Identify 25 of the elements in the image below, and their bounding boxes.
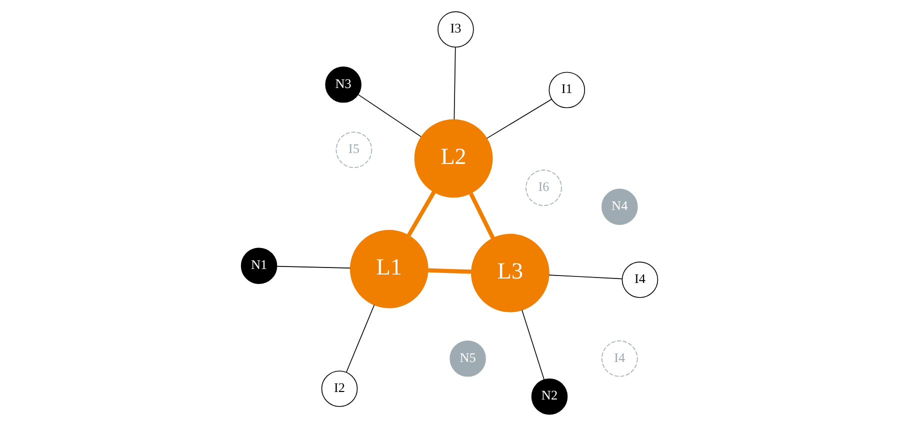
connector <box>453 46 456 120</box>
connector <box>521 310 544 380</box>
connector <box>276 266 350 268</box>
node-circle: I1 <box>548 72 585 108</box>
node-circle: N4 <box>600 188 638 225</box>
connector <box>406 190 436 236</box>
node-circle: L2 <box>414 119 492 198</box>
node-circle: I5 <box>335 132 372 168</box>
connector <box>486 98 552 139</box>
node-circle: I6 <box>525 170 562 206</box>
node-circle: I2 <box>320 370 358 407</box>
node-circle: I4 <box>621 262 658 298</box>
node-circle: N3 <box>324 66 361 103</box>
connector <box>548 274 622 280</box>
connector <box>428 268 471 274</box>
connector <box>345 304 374 373</box>
node-circle: I3 <box>437 11 474 48</box>
connector <box>357 94 421 138</box>
node-circle: L1 <box>349 230 428 308</box>
node-circle: I4 <box>600 340 638 377</box>
node-circle: N2 <box>530 378 568 415</box>
node-circle: N1 <box>240 248 277 284</box>
node-circle: N5 <box>449 340 486 377</box>
node-circle: L3 <box>470 234 549 312</box>
connector <box>468 192 494 240</box>
